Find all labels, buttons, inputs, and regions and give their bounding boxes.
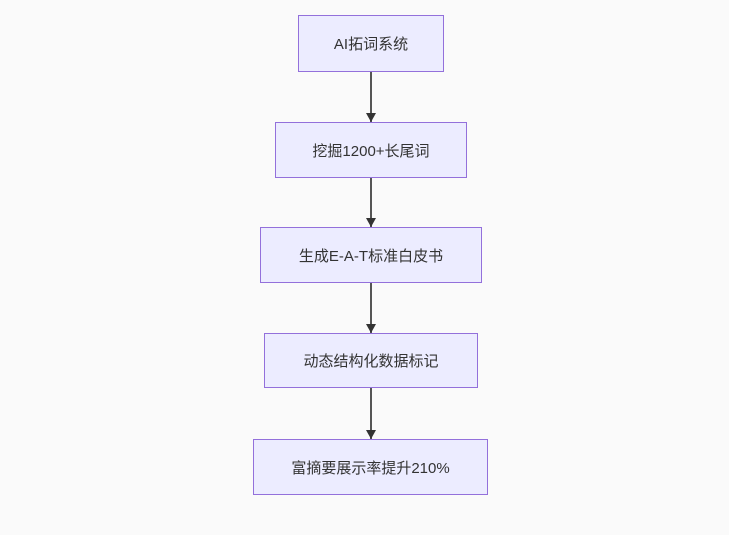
flow-arrow-down-icon — [370, 283, 372, 333]
flow-node-label: 动态结构化数据标记 — [303, 353, 439, 370]
flow-node-rich-snippet-result: 富摘要展示率提升210% — [253, 439, 488, 495]
flow-node-label: 生成E-A-T标准白皮书 — [298, 247, 444, 265]
flow-node-ai-keyword-system: AI拓词系统 — [298, 15, 444, 72]
flow-node-structured-data-markup: 动态结构化数据标记 — [264, 333, 478, 388]
flow-node-eat-whitepaper: 生成E-A-T标准白皮书 — [260, 227, 482, 283]
flow-node-label: 挖掘1200+长尾词 — [312, 142, 430, 160]
flow-node-label: 富摘要展示率提升210% — [291, 459, 450, 477]
flow-arrow-down-icon — [370, 178, 372, 227]
flow-node-label: AI拓词系统 — [333, 36, 409, 53]
flow-arrow-down-icon — [370, 388, 372, 439]
flow-arrow-down-icon — [370, 72, 372, 122]
flow-node-longtail-mining: 挖掘1200+长尾词 — [275, 122, 467, 178]
